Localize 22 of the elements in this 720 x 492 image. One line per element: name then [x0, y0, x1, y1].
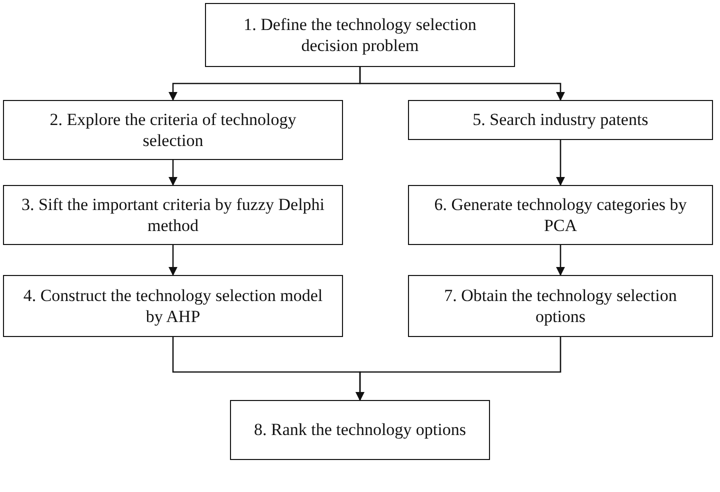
arrow [168, 160, 178, 186]
step-text: 3. Sift the important criteria by fuzzy Delphi method [20, 194, 326, 236]
arrow [168, 245, 178, 276]
process-box [408, 275, 713, 337]
process-box [230, 400, 490, 460]
step-text: 2. Explore the criteria of technology selection [48, 108, 298, 152]
process-box [3, 185, 343, 245]
arrow [556, 245, 566, 276]
arrow [359, 67, 566, 101]
step-text: 5. Search industry patents [472, 109, 648, 131]
step-text: 6. Generate technology categories by PCA [433, 194, 688, 236]
process-box [408, 100, 713, 140]
arrow [355, 337, 562, 401]
process-box [3, 275, 343, 337]
arrow [556, 140, 566, 186]
step-text: 8. Rank the technology options [254, 419, 466, 441]
process-box [408, 185, 713, 245]
process-box [3, 100, 343, 160]
process-box [205, 3, 515, 67]
step-text: 1. Define the technology selection decision problem [242, 14, 478, 56]
step-text: 7. Obtain the technology selection options [443, 284, 678, 328]
step-text: 4. Construct the technology selection model by AHP [22, 284, 324, 328]
